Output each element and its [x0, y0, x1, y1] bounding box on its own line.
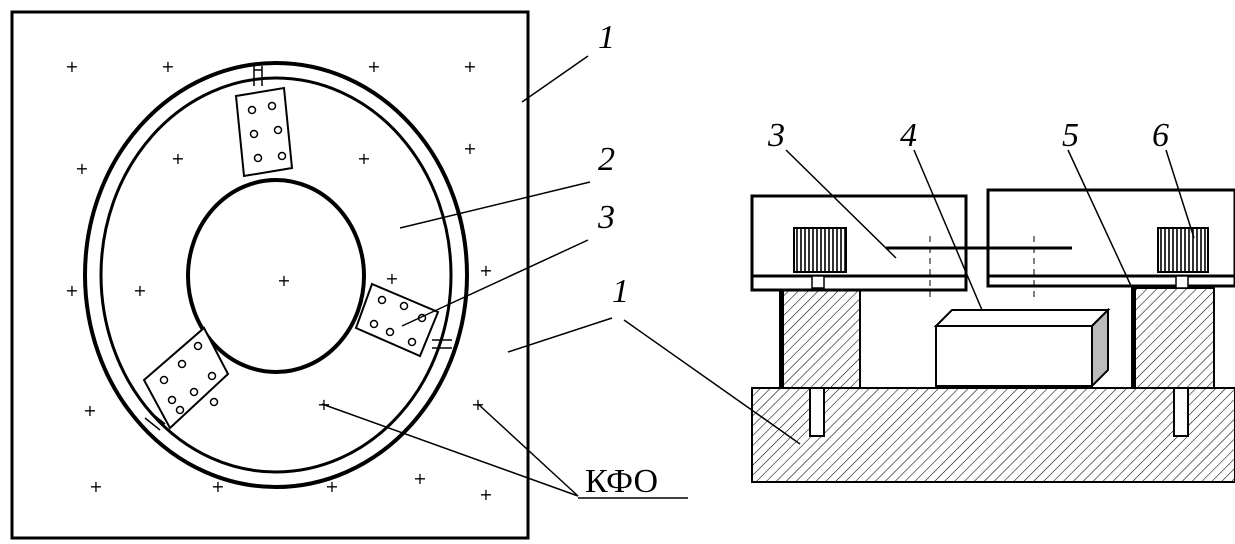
- svg-text:+: +: [463, 139, 476, 158]
- inner-hole: [186, 178, 366, 374]
- svg-text:+: +: [357, 149, 370, 168]
- svg-text:+: +: [75, 159, 88, 178]
- svg-text:+: +: [463, 57, 476, 76]
- svg-text:+: +: [161, 57, 174, 76]
- svg-text:+: +: [479, 485, 492, 504]
- svg-text:+: +: [385, 269, 398, 288]
- outer-ring-outer-edge: [83, 61, 469, 489]
- svg-text:+: +: [133, 281, 146, 300]
- svg-text:+: +: [65, 57, 78, 76]
- svg-text:+: +: [325, 477, 338, 496]
- outer-ring-inner-edge: [99, 76, 453, 474]
- label-3-right: 3: [767, 117, 785, 154]
- label-5: 5: [1062, 117, 1079, 154]
- svg-text:+: +: [211, 477, 224, 496]
- support-right: [1131, 287, 1215, 389]
- svg-text:+: +: [83, 401, 96, 420]
- leader-lines-right: [623, 149, 1195, 445]
- svg-text:+: +: [277, 271, 290, 290]
- label-3-left: 3: [597, 199, 615, 236]
- knurled-screw-left: [793, 227, 847, 273]
- support-left: [779, 287, 861, 389]
- knurled-screw-right: [1157, 227, 1209, 273]
- svg-text:+: +: [89, 477, 102, 496]
- base-plate-outline: [10, 10, 530, 540]
- base-plate-section: [751, 387, 1235, 483]
- plate-top: [234, 86, 294, 178]
- pin-right: [1173, 387, 1189, 437]
- side-section-view: 3 4 5 6: [623, 117, 1235, 483]
- top-view: ++++ ++++ + ++++ +++ +++++ 1 2 3 1 КФО: [10, 10, 688, 540]
- ring-clip-left: [144, 411, 166, 431]
- svg-text:+: +: [367, 57, 380, 76]
- sample-block: [933, 307, 1111, 389]
- svg-text:+: +: [65, 281, 78, 300]
- pin-left: [809, 387, 825, 437]
- svg-text:+: +: [171, 149, 184, 168]
- svg-text:+: +: [479, 261, 492, 280]
- label-2: 2: [598, 141, 615, 178]
- plate-right: [354, 282, 440, 358]
- ring-clip-top: [253, 66, 263, 86]
- leader-lines-left: [321, 55, 688, 499]
- fiducial-marks: ++++ ++++ + ++++ +++ +++++: [65, 57, 492, 504]
- label-4: 4: [900, 117, 917, 154]
- svg-text:+: +: [413, 469, 426, 488]
- plate-left: [142, 326, 230, 430]
- label-kfo: КФО: [585, 463, 658, 500]
- label-1-mid: 1: [612, 273, 629, 310]
- label-6: 6: [1152, 117, 1169, 154]
- label-1-top: 1: [598, 19, 615, 56]
- ring-clip-right: [432, 339, 452, 349]
